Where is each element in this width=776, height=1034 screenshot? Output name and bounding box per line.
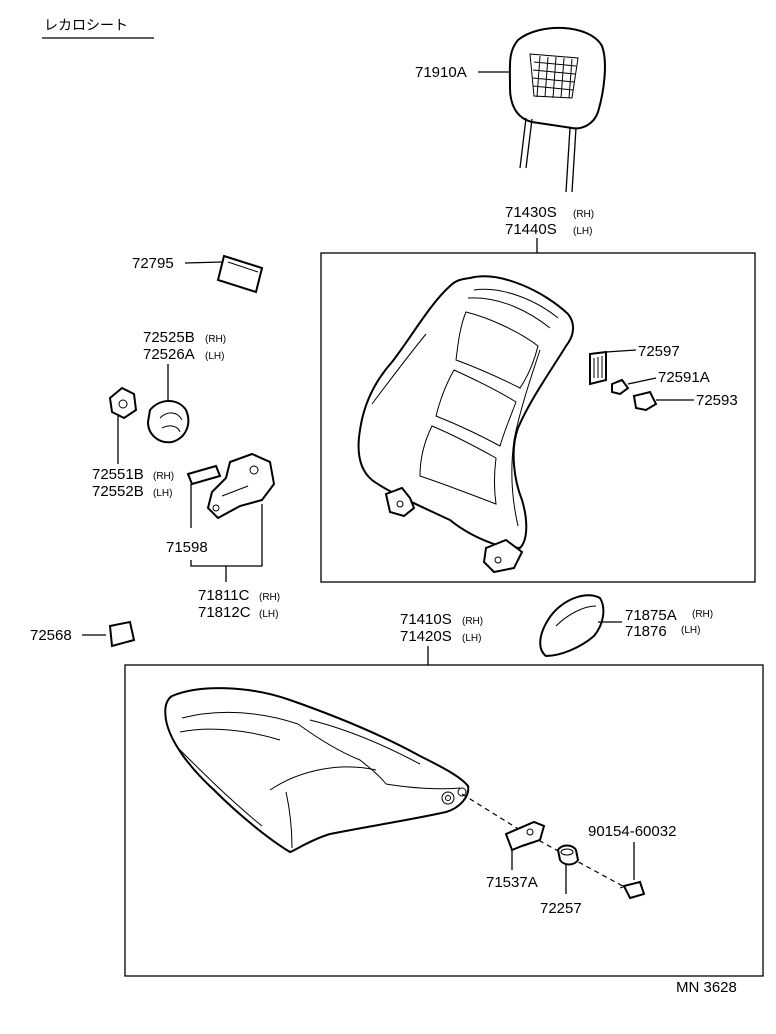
label-72552b-side: (LH)	[153, 488, 172, 499]
label-72591a: 72591A	[658, 369, 710, 386]
leader-72591a	[627, 377, 657, 385]
part-72568-illustration	[108, 620, 136, 648]
label-71811c-side: (RH)	[259, 592, 280, 603]
label-72257: 72257	[540, 900, 582, 917]
part-90154-60032-illustration	[619, 880, 646, 900]
part-72597-illustration	[589, 350, 607, 386]
diagram-number: MN 3628	[676, 979, 737, 996]
part-71811c-illustration	[206, 452, 276, 520]
cushion-illustration	[164, 687, 470, 854]
label-90154-60032: 90154-60032	[588, 823, 676, 840]
label-71420s-side: (LH)	[462, 633, 481, 644]
seatback-group-box	[320, 252, 756, 583]
label-72526a: 72526A	[143, 346, 195, 363]
part-72525b-illustration	[146, 400, 190, 444]
label-71876: 71876	[625, 623, 667, 640]
label-72795: 72795	[132, 255, 174, 272]
label-72593: 72593	[696, 392, 738, 409]
label-71876-side: (LH)	[681, 625, 700, 636]
label-72551b: 72551B	[92, 466, 144, 483]
part-71537a-illustration	[504, 820, 546, 852]
part-72257-illustration	[556, 844, 580, 866]
cushion-group-box	[124, 664, 764, 977]
leader-72795	[184, 261, 223, 264]
label-71440s: 71440S	[505, 221, 557, 238]
label-71440s-side: (LH)	[573, 226, 592, 237]
label-71420s: 71420S	[400, 628, 452, 645]
part-72591a-illustration	[611, 378, 630, 396]
label-71875a-side: (RH)	[692, 609, 713, 620]
part-71598-illustration	[186, 464, 222, 486]
diagram-title: レカロシート	[44, 18, 128, 34]
label-71811c: 71811C	[198, 587, 250, 604]
label-71430s: 71430S	[505, 204, 557, 221]
part-72593-illustration	[632, 390, 658, 412]
label-72551b-side: (RH)	[153, 471, 174, 482]
seatback-illustration	[357, 275, 574, 574]
label-71430s-side: (RH)	[573, 209, 594, 220]
label-71910a: 71910A	[415, 64, 467, 81]
part-72795-illustration	[216, 254, 264, 294]
part-71875a-illustration	[539, 594, 605, 658]
label-71812c-side: (LH)	[259, 609, 278, 620]
label-71598: 71598	[166, 539, 208, 556]
label-71537a: 71537A	[486, 874, 538, 891]
label-72597: 72597	[638, 343, 680, 360]
label-72526a-side: (LH)	[205, 351, 224, 362]
label-71410s: 71410S	[400, 611, 452, 628]
label-72525b: 72525B	[143, 329, 195, 346]
label-71410s-side: (RH)	[462, 616, 483, 627]
label-71875a: 71875A	[625, 607, 677, 624]
leader-72597	[605, 349, 637, 353]
label-71812c: 71812C	[198, 604, 251, 621]
label-72552b: 72552B	[92, 483, 144, 500]
headrest-illustration	[508, 26, 606, 193]
label-72568: 72568	[30, 627, 72, 644]
label-72525b-side: (RH)	[205, 334, 226, 345]
part-72551b-illustration	[108, 386, 138, 420]
